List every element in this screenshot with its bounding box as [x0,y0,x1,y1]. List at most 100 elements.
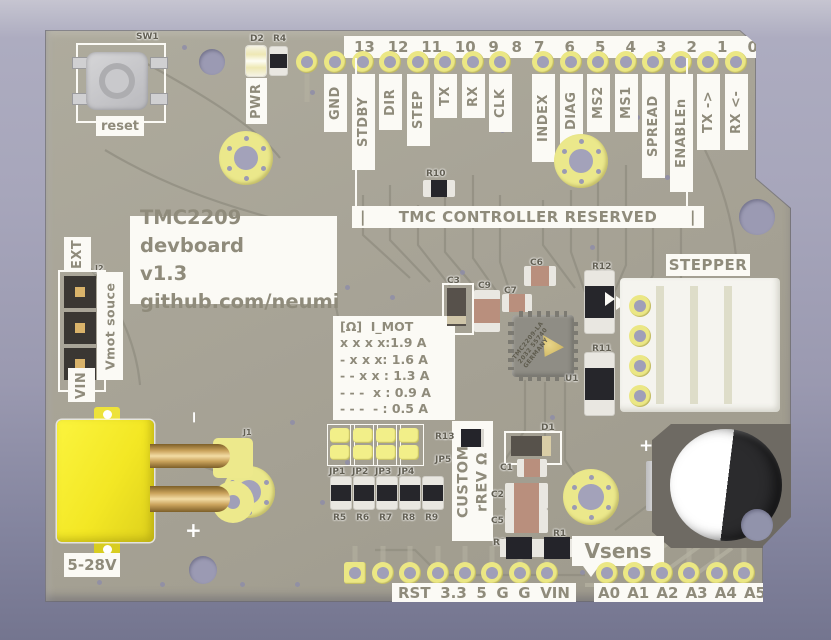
c3-refdes: C3 [447,276,460,286]
pin-label-a2: A2 [656,584,679,602]
reset-label: reset [96,116,144,136]
reserved-strip: | TMC CONTROLLER RESERVED | [352,206,704,228]
j2-pin-gold [75,287,85,297]
c3-cap [442,283,474,335]
pin-label-rx: RX [462,74,485,118]
pin-label-ms2: MS2 [587,74,610,132]
pin-number: 7 [534,38,545,56]
c1-refdes: C1 [500,463,513,473]
j2-pin-gold [75,323,85,333]
mount-hole [741,509,773,541]
header-pin [642,51,664,73]
j1-refdes: J1 [243,428,252,437]
header-pin [596,562,618,584]
pin-label-tx-out: TX -> [697,74,720,150]
r9-resistor [423,477,443,509]
header-pin [697,51,719,73]
potentiometer-body [652,424,791,548]
voltage-range-label: 5-28V [64,553,120,577]
stepper-pad [629,385,651,407]
pin-number: 6 [564,38,575,56]
pin-label-rx-in: RX <- [725,74,748,150]
d1-diode-stripe [542,436,551,456]
r13-resistor [461,429,481,447]
chip-pads [572,322,578,370]
connector-slot [656,286,664,404]
r7-resistor [377,477,397,509]
pin-label-a3: A3 [685,584,708,602]
c2-cap [505,483,548,509]
chip-pads [519,375,567,381]
pin-number: 11 [421,38,443,56]
pin-label-a0: A0 [598,584,621,602]
pin-label-gnd: GND [324,74,347,132]
pin-number: 4 [625,38,636,56]
title-line: TMC2209 devboard [140,206,244,257]
minus-mark: − [185,410,205,425]
vsens-label: Vsens [572,536,664,566]
r2-sense-resistor [500,537,538,559]
imot-header: [Ω] I_MOT [340,318,414,334]
header-pin [725,51,747,73]
pin-number: 8 [511,38,522,56]
power-header-labels: RST 3.3 5 G G VIN [392,583,576,602]
pin-number: 0 [747,38,758,56]
jumper-pad [353,428,373,443]
jp1-refdes: JP1 [329,467,346,477]
jumper-pad [330,428,350,443]
ext-label: EXT [64,237,91,271]
mount-ring [554,134,608,188]
header-pin [678,562,700,584]
c7-refdes: C7 [504,286,517,296]
tmc2209-chip: TMC2209-LA 2032 55740 GERMANY [508,311,578,381]
bracket-line [355,58,357,206]
header-pin [399,562,421,584]
header-pin [651,562,673,584]
imot-row: - - - - : 0.5 A [340,401,429,416]
header-pin [379,51,401,73]
pin-label-ms1: MS1 [615,74,638,132]
header-pin [587,51,609,73]
mount-hole [189,556,217,584]
jumper-pad [330,445,350,460]
pin-number: 1 [717,38,728,56]
pin-label-3v3: 3.3 [440,584,467,602]
pin-label-rst: RST [398,584,431,602]
mount-ring [563,469,619,525]
switch-leg [150,93,168,105]
pin-label-step: STEP [407,74,430,146]
jp2-refdes: JP2 [352,467,369,477]
pin-number: 3 [656,38,667,56]
header-pin [434,51,456,73]
imot-row: x x x x:1.9 A [340,335,427,350]
jack-pin [150,444,230,468]
pin-label-a1: A1 [627,584,650,602]
c3-cap-stripe [447,316,466,324]
stepper-pad [629,295,651,317]
header-pin [615,51,637,73]
bracket-glyph: | [690,208,696,226]
header-pin [481,562,503,584]
title-line: v1.3 [140,262,188,285]
c5-cap [505,509,548,533]
d1-refdes: D1 [541,423,555,433]
header-pin [706,562,728,584]
r10-refdes: R10 [426,169,446,179]
vin-label: VIN [68,368,95,402]
jack-ear-hole [103,410,112,419]
u1-refdes: U1 [565,374,579,384]
header-pin [670,51,692,73]
r6-resistor [354,477,374,509]
reserved-label: TMC CONTROLLER RESERVED [398,208,658,226]
r1-refdes: R1 [553,529,567,539]
r11-refdes: R11 [592,344,612,354]
header-pin [560,51,582,73]
header-pin [623,562,645,584]
mount-ring [219,131,273,185]
r13-refdes: R13 [435,432,455,442]
header-pin [372,562,394,584]
d2-refdes: D2 [250,34,264,44]
power-led [246,46,266,76]
r11-resistor [585,353,614,415]
